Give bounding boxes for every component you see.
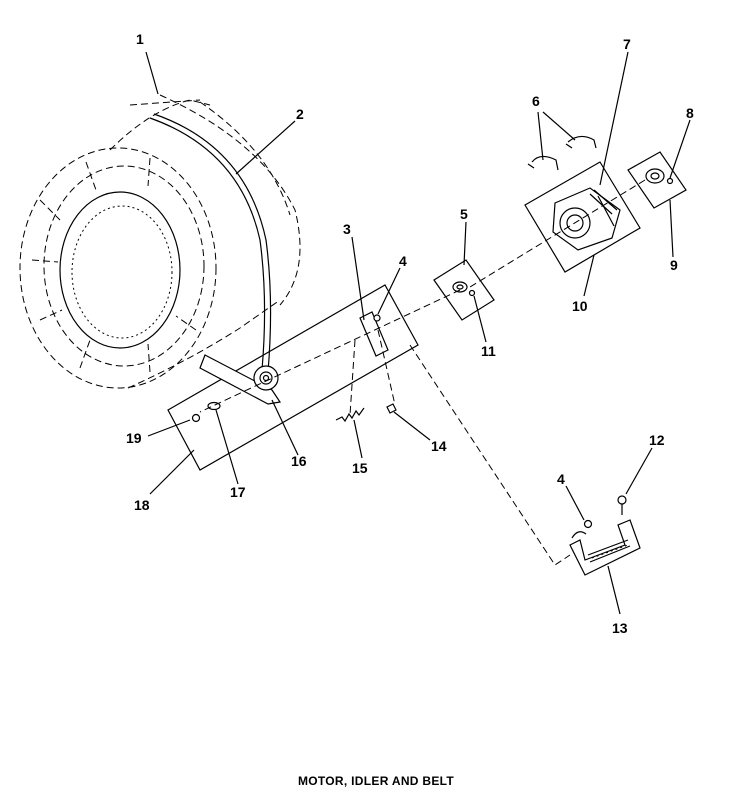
drive-motor [524, 161, 641, 273]
callout-10: 10 [572, 298, 588, 314]
assembly-lines [199, 179, 646, 566]
motor-clamps [527, 135, 597, 171]
callout-8: 8 [686, 105, 694, 121]
motor-pulley-assembly [433, 259, 495, 321]
callout-9: 9 [670, 257, 678, 273]
drive-belt [149, 113, 272, 373]
dryer-drum [19, 94, 301, 389]
callout-4: 4 [399, 253, 407, 269]
callout-1: 1 [136, 31, 144, 47]
leader-lines [145, 51, 691, 615]
callout-15: 15 [352, 460, 368, 476]
callout-3: 3 [343, 221, 351, 237]
callout-4-lower: 4 [557, 471, 565, 487]
callout-6: 6 [532, 93, 540, 109]
callout-7: 7 [623, 36, 631, 52]
idler-bracket-parts [335, 311, 397, 423]
callout-19: 19 [126, 430, 142, 446]
callout-5: 5 [460, 206, 468, 222]
callout-2: 2 [296, 106, 304, 122]
callout-12: 12 [649, 432, 665, 448]
callout-labels: 1 2 3 4 5 6 7 8 9 10 11 12 13 14 15 16 1… [126, 31, 694, 636]
diagram-caption: MOTOR, IDLER AND BELT [297, 774, 455, 788]
rear-pulley-assembly [627, 151, 687, 209]
callout-17: 17 [230, 484, 246, 500]
motor-mount-bracket [569, 495, 641, 576]
callout-13: 13 [612, 620, 628, 636]
idler-mount-plate [167, 284, 419, 471]
callout-18: 18 [134, 497, 150, 513]
callout-16: 16 [291, 453, 307, 469]
callout-14: 14 [431, 438, 447, 454]
callout-11: 11 [481, 343, 496, 359]
